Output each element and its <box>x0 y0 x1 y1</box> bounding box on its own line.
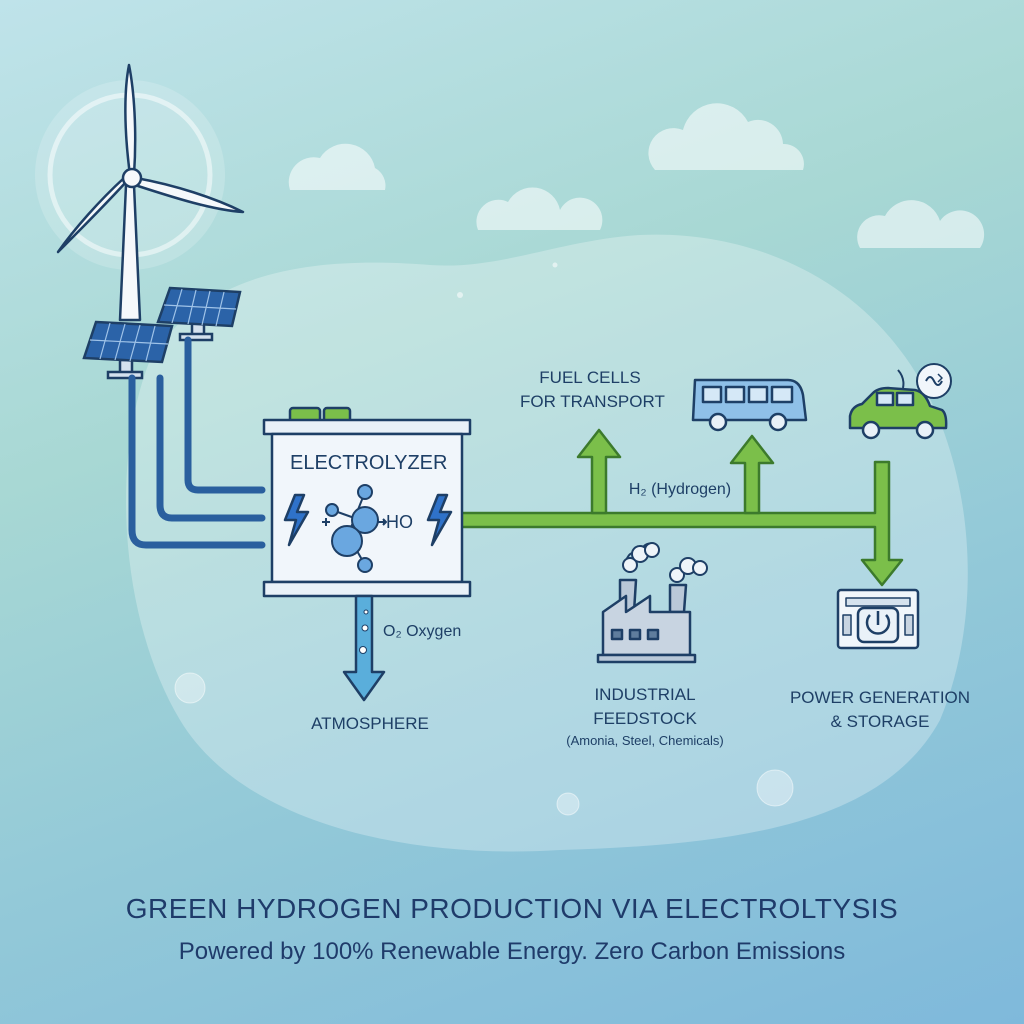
hydrogen-pipeline <box>456 428 904 587</box>
industrial-label-line2: FEEDSTOCK <box>593 709 697 728</box>
factory-icon <box>596 542 708 664</box>
wind-turbine-icon <box>56 63 245 322</box>
solar-panel-icon <box>82 286 242 380</box>
power-label-line1: POWER GENERATION <box>789 688 971 707</box>
power-cables <box>128 336 266 549</box>
power-label-line2: & STORAGE <box>830 712 930 731</box>
oxygen-arrow <box>342 594 386 702</box>
electrolyzer-label: ELECTROLYZER <box>290 452 448 474</box>
power-storage-icon <box>836 588 920 650</box>
fuel-cells-label-line2: FOR TRANSPORT <box>520 392 665 411</box>
hydrogen-arrow-bus <box>729 434 775 515</box>
decorative-bubbles <box>174 672 794 816</box>
bus-icon <box>691 378 808 432</box>
hydrogen-arrow-fuel-cells <box>576 428 622 515</box>
diagram-title: GREEN HYDROGEN PRODUCTION VIA ELECTROLTY… <box>125 893 899 924</box>
fuel-cells-label-line1: FUEL CELLS <box>539 368 641 387</box>
car-icon <box>848 363 952 440</box>
water-molecule-icon <box>325 484 379 573</box>
hydrogen-flow-label: H₂ (Hydrogen) <box>628 481 732 498</box>
oxygen-flow-label: O₂ Oxygen <box>383 623 462 640</box>
molecule-label: HO <box>386 512 413 532</box>
industrial-label-line1: INDUSTRIAL <box>594 685 696 704</box>
diagram-subtitle: Powered by 100% Renewable Energy. Zero C… <box>178 938 846 965</box>
industrial-examples-label: (Amonia, Steel, Chemicals) <box>566 733 724 748</box>
atmosphere-label: ATMOSPHERE <box>311 714 429 733</box>
cloud-icon <box>288 103 985 298</box>
